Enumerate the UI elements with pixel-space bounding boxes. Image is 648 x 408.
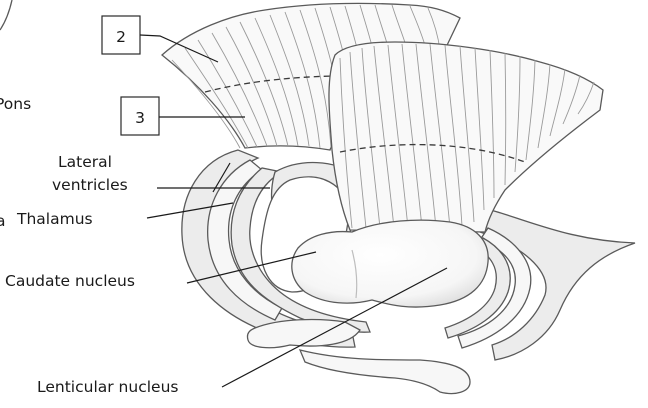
lateral-label-line2: ventricles: [52, 176, 128, 194]
box-3-text: 3: [135, 109, 145, 127]
cropped-arc: [0, 0, 12, 30]
edge-label-a: a: [0, 212, 6, 230]
lenticular-label: Lenticular nucleus: [37, 378, 178, 396]
caudate-label: Caudate nucleus: [5, 272, 135, 290]
pons-label: Pons: [0, 95, 31, 113]
box-2-text: 2: [116, 28, 126, 46]
thalamus-label: Thalamus: [16, 210, 93, 228]
bottom-tail: [300, 350, 470, 394]
label-box-3: 3: [121, 97, 159, 135]
label-box-2: 2: [102, 16, 140, 54]
front-fiber-fan: [329, 42, 603, 232]
right-tail-outer: [470, 205, 635, 360]
lateral-label-line1: Lateral: [58, 153, 112, 171]
